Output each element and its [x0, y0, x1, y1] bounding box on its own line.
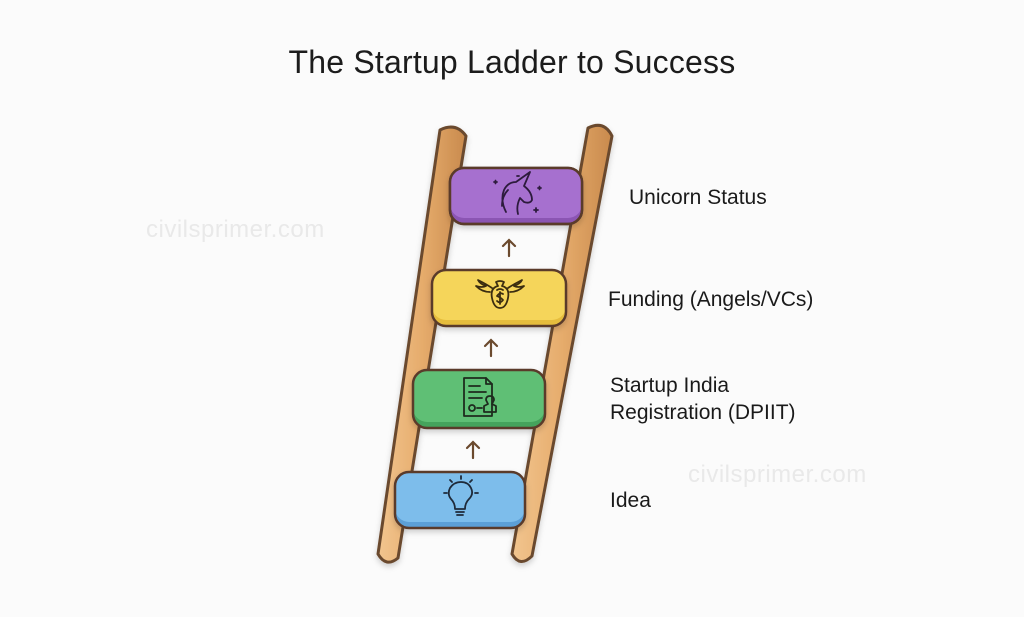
ladder-left-rail — [376, 125, 468, 564]
lightbulb-icon — [443, 475, 479, 516]
step-label-idea: Idea — [610, 489, 651, 512]
step-label-line: Registration (DPIIT) — [610, 401, 796, 424]
winged-money-bag-icon — [475, 279, 525, 309]
watermark: civilsprimer.com — [146, 216, 325, 243]
rung-idea — [393, 470, 527, 530]
arrow-up-icon — [483, 338, 499, 358]
arrow-up-icon — [465, 440, 481, 460]
step-label-funding: Funding (Angels/VCs) — [608, 288, 814, 311]
arrow-up-icon — [501, 238, 517, 258]
certificate-stamp-icon — [463, 377, 497, 417]
step-label-unicorn: Unicorn Status — [629, 186, 767, 209]
ladder-right-rail — [510, 123, 614, 563]
unicorn-icon — [493, 171, 542, 215]
step-label-startup-india: Startup India Registration (DPIIT) — [610, 372, 796, 426]
step-label-line: Startup India — [610, 374, 730, 397]
rung-startup-india — [411, 368, 547, 430]
diagram-title: The Startup Ladder to Success — [288, 44, 736, 80]
rung-funding — [430, 268, 568, 328]
watermark: civilsprimer.com — [688, 461, 867, 488]
rung-unicorn — [448, 166, 584, 226]
